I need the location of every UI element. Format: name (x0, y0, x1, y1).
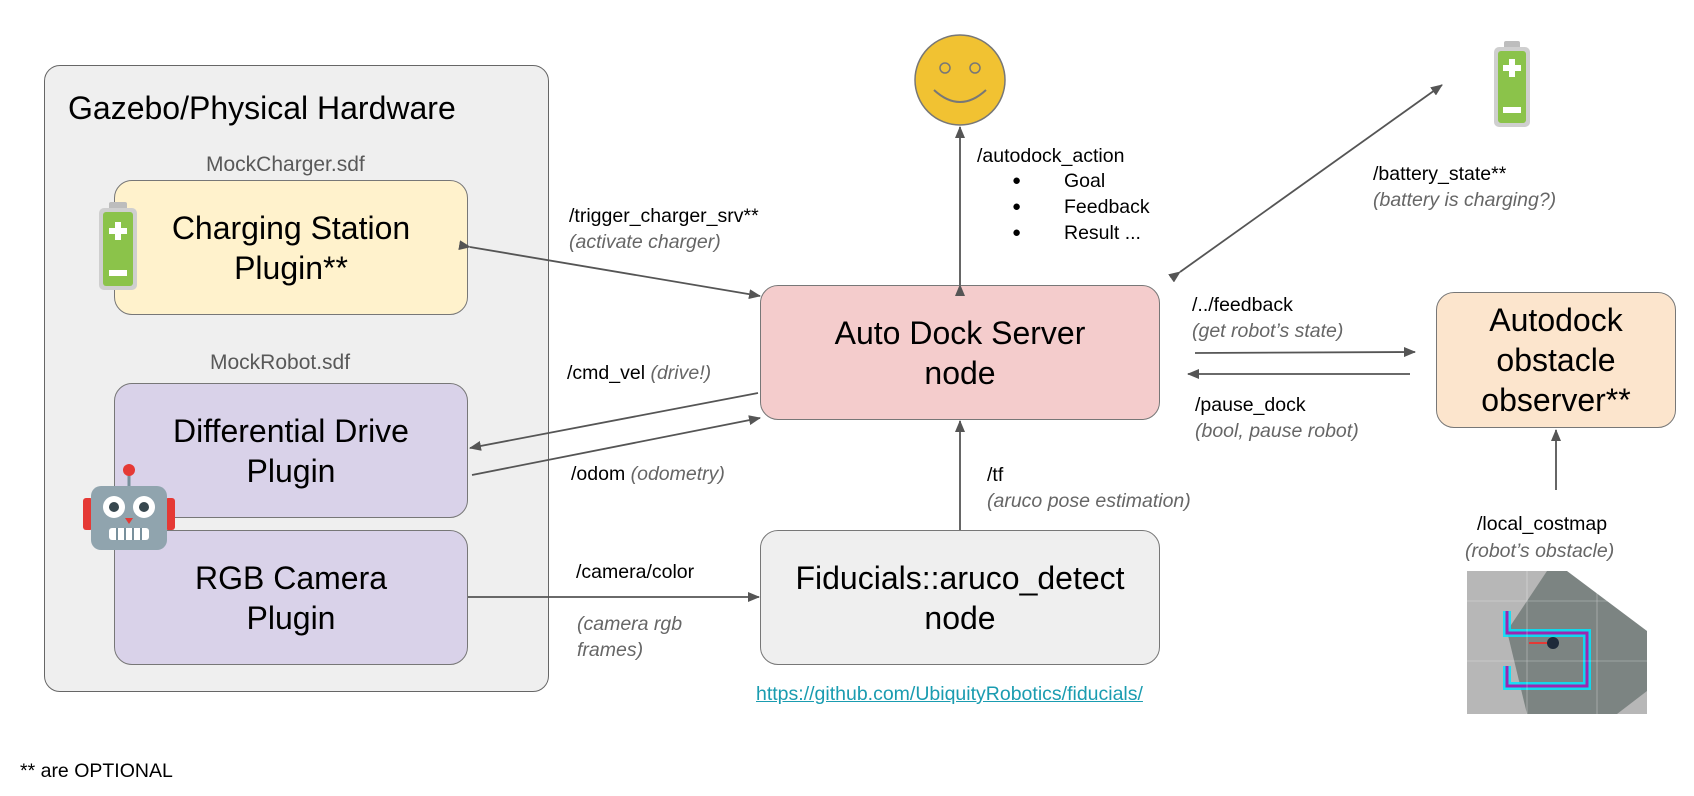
fiducials-github-link[interactable]: https://github.com/UbiquityRobotics/fidu… (756, 683, 1143, 705)
action-item-feedback: Feedback (1012, 194, 1149, 220)
trigger-charger-topic: /trigger_charger_srv** (569, 205, 759, 227)
cmd-vel-topic: /cmd_vel (567, 362, 646, 384)
rgb-camera-label-line2: Plugin (246, 599, 336, 636)
battery-icon (99, 202, 137, 290)
odom-topic: /odom (571, 463, 626, 485)
hardware-title: Gazebo/Physical Hardware (68, 90, 456, 126)
camera-color-desc-line2: frames) (577, 639, 644, 661)
charging-station-label-line2: Plugin** (234, 249, 348, 286)
pause-dock-desc: (bool, pause robot) (1195, 420, 1359, 442)
rgb-camera-label-line1: RGB Camera (194, 559, 388, 596)
auto-dock-server-label-line1: Auto Dock Server (834, 314, 1086, 351)
mock-robot-file-label: MockRobot.sdf (210, 351, 351, 374)
local-costmap-topic: /local_costmap (1477, 513, 1608, 535)
camera-color-desc-line1: (camera rgb (577, 613, 683, 635)
optional-footnote: ** are OPTIONAL (20, 760, 173, 782)
observer-label-line2: obstacle (1496, 342, 1616, 378)
cmd-vel-desc: (drive!) (650, 362, 712, 384)
pause-dock-topic: /pause_dock (1195, 394, 1306, 416)
battery-state-desc: (battery is charging?) (1373, 189, 1557, 211)
diff-drive-label-line2: Plugin (246, 452, 336, 489)
mock-charger-file-label: MockCharger.sdf (206, 153, 365, 176)
auto-dock-server-label-line2: node (924, 354, 996, 391)
odom-desc: (odometry) (630, 463, 725, 485)
camera-color-topic: /camera/color (576, 561, 695, 583)
battery-state-arrow (1168, 84, 1443, 283)
fiducials-aruco-detect-node: Fiducials::aruco_detect node (760, 530, 1160, 665)
rgb-camera-plugin: RGB Camera Plugin (114, 530, 468, 665)
tf-topic: /tf (987, 464, 1004, 486)
feedback-arrow (1194, 347, 1416, 358)
tf-desc: (aruco pose estimation) (987, 490, 1191, 512)
differential-drive-plugin: Differential Drive Plugin (114, 383, 468, 518)
action-item-result: Result ... (1012, 220, 1150, 246)
observer-label-line1: Autodock (1489, 302, 1623, 338)
observer-label-line3: observer** (1481, 382, 1631, 418)
trigger-charger-desc: (activate charger) (569, 231, 721, 253)
feedback-desc: (get robot’s state) (1192, 320, 1344, 342)
autodock-action-items: Goal Feedback Result ... (1004, 168, 1150, 246)
fiducials-label-line1: Fiducials::aruco_detect (795, 559, 1125, 596)
trigger-charger-arrow (458, 240, 761, 300)
diff-drive-label-line1: Differential Drive (173, 412, 409, 449)
smiley-face-icon (914, 34, 1006, 126)
feedback-topic: /../feedback (1192, 294, 1293, 316)
charging-station-label-line1: Charging Station (171, 209, 411, 246)
autodock-obstacle-observer-node: Autodock obstacle observer** (1436, 292, 1676, 428)
cmd-vel-arrow (469, 392, 759, 451)
costmap-image (1467, 571, 1647, 714)
odom-arrow (471, 415, 761, 476)
local-costmap-desc: (robot’s obstacle) (1465, 540, 1615, 562)
autodock-action-topic: /autodock_action (977, 145, 1125, 167)
fiducials-label-line2: node (924, 599, 996, 636)
action-item-goal: Goal (1012, 168, 1150, 194)
battery-icon (1494, 41, 1530, 127)
battery-state-topic: /battery_state** (1373, 163, 1507, 185)
odom-label: /odom (odometry) (571, 463, 725, 486)
cmd-vel-label: /cmd_vel (drive!) (567, 362, 711, 385)
robot-icon (83, 464, 175, 550)
